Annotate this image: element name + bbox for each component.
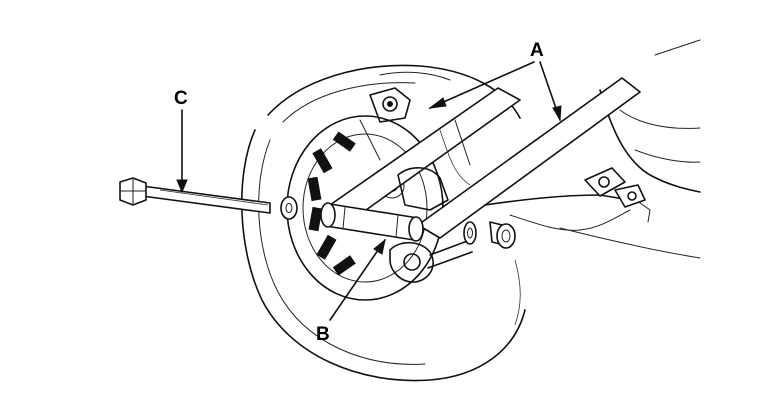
callout-a: A — [428, 40, 562, 122]
callout-label-b: B — [316, 324, 330, 345]
knuckle — [389, 167, 473, 283]
vehicle-body — [379, 39, 701, 259]
callout-label-c: C — [174, 88, 188, 109]
near-washer — [280, 196, 298, 220]
brake-line — [484, 167, 651, 231]
far-side-hardware — [463, 221, 516, 249]
bolt — [119, 177, 271, 214]
callout-c: C — [174, 88, 188, 194]
callout-label-a: A — [530, 40, 544, 61]
callout-b: B — [316, 238, 386, 345]
upper-mount — [369, 87, 411, 123]
bushing — [320, 202, 424, 242]
drum-slots — [307, 131, 356, 276]
